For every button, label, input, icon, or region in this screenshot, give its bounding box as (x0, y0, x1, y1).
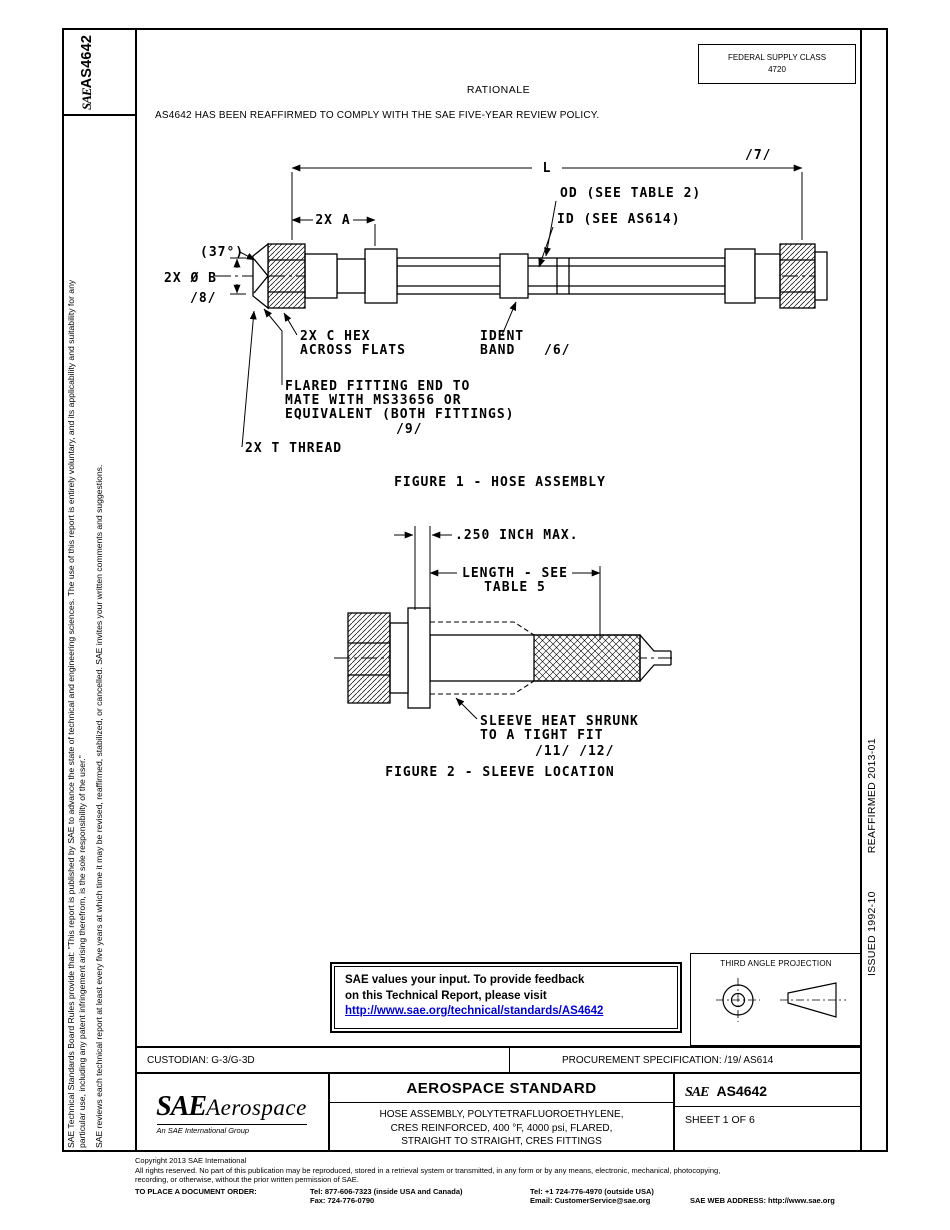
hose-assembly-outline (215, 242, 828, 310)
sae-logo: SAE (156, 1091, 207, 1122)
left-margin-divider-line (135, 28, 137, 1152)
sleeve-label-line2: TO A TIGHT FIT (480, 728, 604, 743)
email-address: Email: CustomerService@sae.org (530, 1196, 651, 1205)
od-label: OD (SEE TABLE 2) (560, 186, 701, 201)
sleeve-label-line1: SLEEVE HEAT SHRUNK (480, 714, 639, 729)
flared-label-line2: MATE WITH MS33656 OR (285, 393, 462, 408)
length-label-line1: LENGTH - SEE (462, 566, 568, 581)
issued-date: ISSUED 1992-10 (866, 891, 878, 976)
figure1-caption: FIGURE 1 - HOSE ASSEMBLY (394, 475, 606, 490)
ident-label-line1: IDENT (480, 329, 524, 344)
figure2-sleeve-location: .250 INCH MAX. LENGTH - SEE TABLE 5 SLEE… (322, 518, 678, 780)
sidebar-doc-logo: SAEAS4642 (78, 34, 96, 110)
copyright-text: Copyright 2013 SAE International (135, 1156, 247, 1165)
sleeve-fitting-outline (334, 607, 672, 709)
feedback-link[interactable]: http://www.sae.org/technical/standards/A… (345, 1005, 604, 1017)
sheet-number: SHEET 1 OF 6 (685, 1114, 755, 1126)
ref6-label: /6/ (544, 343, 570, 358)
aerospace-standard-heading: AEROSPACE STANDARD (330, 1074, 673, 1103)
thread-label: 2X T THREAD (245, 441, 342, 456)
rationale-text: AS4642 HAS BEEN REAFFIRMED TO COMPLY WIT… (155, 110, 600, 121)
right-margin-divider-line (860, 28, 862, 1152)
max-gap-label: .250 INCH MAX. (455, 528, 579, 543)
length-l-label: L (543, 161, 552, 176)
hose-braid-shape (533, 634, 641, 682)
page-border-frame (62, 28, 888, 1152)
flared-label-line3: EQUIVALENT (BOTH FITTINGS) (285, 407, 515, 422)
third-angle-projection-title: THIRD ANGLE PROJECTION (720, 959, 832, 968)
document-title-cell: AEROSPACE STANDARD HOSE ASSEMBLY, POLYTE… (330, 1074, 675, 1152)
sidebar-disclaimer-review: SAE reviews each technical report at lea… (94, 464, 104, 1148)
ident-label-line2: BAND (480, 343, 515, 358)
document-number-cell: SAE AS4642 SHEET 1 OF 6 (675, 1074, 862, 1152)
federal-supply-class-box: FEDERAL SUPPLY CLASS 4720 (698, 44, 856, 84)
doc-title-line1: HOSE ASSEMBLY, POLYTETRAFLUOROETHYLENE, (379, 1109, 624, 1120)
federal-supply-class-label: FEDERAL SUPPLY CLASS (727, 53, 827, 62)
figure2-caption: FIGURE 2 - SLEEVE LOCATION (385, 765, 615, 780)
rationale-heading: RATIONALE (466, 84, 531, 96)
left-hex-nut-shape (267, 243, 306, 309)
dim-b-label: 2X Ø B (164, 271, 217, 286)
logo-box-divider-line (62, 114, 135, 116)
issued-reaffirmed-strip: ISSUED 1992-10 REAFFIRMED 2013-01 (866, 656, 878, 976)
length-label-line2: TABLE 5 (484, 580, 546, 595)
feedback-box: SAE values your input. To provide feedba… (330, 962, 682, 1033)
shrink-sleeve-shape (430, 621, 535, 695)
ref7-label: /7/ (745, 148, 771, 163)
custodian-row: CUSTODIAN: G-3/G-3D PROCUREMENT SPECIFIC… (135, 1046, 862, 1072)
fax-number: Fax: 724-776-0790 (310, 1196, 375, 1205)
custodian-cell: CUSTODIAN: G-3/G-3D (135, 1048, 510, 1072)
sae-logo-small: SAE (685, 1085, 709, 1100)
ref8-label: /8/ (190, 291, 216, 306)
right-hex-nut-shape (779, 243, 816, 309)
procurement-spec-text: PROCUREMENT SPECIFICATION: /19/ AS614 (562, 1054, 774, 1066)
figure2-dimension-lines (394, 526, 601, 720)
aerospace-logo-text: Aerospace (206, 1095, 307, 1120)
rights-text-line2: recording, or otherwise, without the pri… (135, 1175, 359, 1184)
ident-band-shape (499, 253, 529, 299)
document-number: AS4642 (716, 1083, 768, 1099)
tel-inside-usa: Tel: 877-606-7323 (inside USA and Canada… (310, 1186, 463, 1196)
doc-number-vertical: AS4642 (79, 34, 95, 89)
flare-angle-label: (37°) (200, 245, 244, 260)
third-angle-projection-box: THIRD ANGLE PROJECTION (690, 953, 862, 1046)
flared-label-line1: FLARED FITTING END TO (285, 379, 470, 394)
hex-nut-shape (347, 612, 391, 704)
sidebar-disclaimer-board-rules: SAE Technical Standards Board Rules prov… (66, 279, 87, 1148)
hex-label-line2: ACROSS FLATS (300, 343, 406, 358)
ref11-12-label: /11/ /12/ (535, 744, 614, 758)
tel-outside-usa: Tel: +1 724-776-4970 (outside USA) (530, 1186, 654, 1196)
sae-logo: SAE (79, 88, 94, 110)
flare-cone-shape (252, 242, 269, 310)
ref9-label: /9/ (396, 422, 422, 437)
id-label: ID (SEE AS614) (557, 212, 681, 227)
footer: Copyright 2013 SAE International All rig… (135, 1156, 883, 1206)
sae-aerospace-logo-cell: SAEAerospace An SAE International Group (135, 1074, 330, 1152)
feedback-text-line2: on this Technical Report, please visit (345, 989, 547, 1002)
dim-a-label: 2X A (315, 213, 350, 228)
rights-text-line1: All rights reserved. No part of this pub… (135, 1165, 721, 1175)
feedback-text-line1: SAE values your input. To provide feedba… (345, 974, 585, 986)
figure1-drawing: /7/ L OD (SEE TABLE 2) ID (SEE AS614) 2X… (164, 148, 828, 456)
sae-tagline: An SAE International Group (156, 1124, 307, 1135)
custodian-text: CUSTODIAN: G-3/G-3D (147, 1054, 255, 1066)
title-block: SAEAerospace An SAE International Group … (135, 1072, 862, 1152)
procurement-spec-cell: PROCUREMENT SPECIFICATION: /19/ AS614 (510, 1055, 773, 1066)
third-angle-projection-icon (716, 978, 846, 1022)
figure1-dimension-lines (230, 164, 803, 448)
doc-title-line3: STRAIGHT TO STRAIGHT, CRES FITTINGS (401, 1136, 602, 1147)
web-address: SAE WEB ADDRESS: http://www.sae.org (690, 1196, 835, 1205)
doc-title-line2: CRES REINFORCED, 400 °F, 4000 psi, FLARE… (390, 1122, 613, 1134)
order-label: TO PLACE A DOCUMENT ORDER: (135, 1186, 257, 1196)
figure2-drawing: .250 INCH MAX. LENGTH - SEE TABLE 5 SLEE… (334, 526, 672, 759)
reaffirmed-date: REAFFIRMED 2013-01 (866, 738, 878, 854)
hex-label-line1: 2X C HEX (300, 329, 371, 344)
federal-supply-class-number: 4720 (768, 65, 786, 74)
figure1-hose-assembly: /7/ L OD (SEE TABLE 2) ID (SEE AS614) 2X… (160, 146, 840, 490)
